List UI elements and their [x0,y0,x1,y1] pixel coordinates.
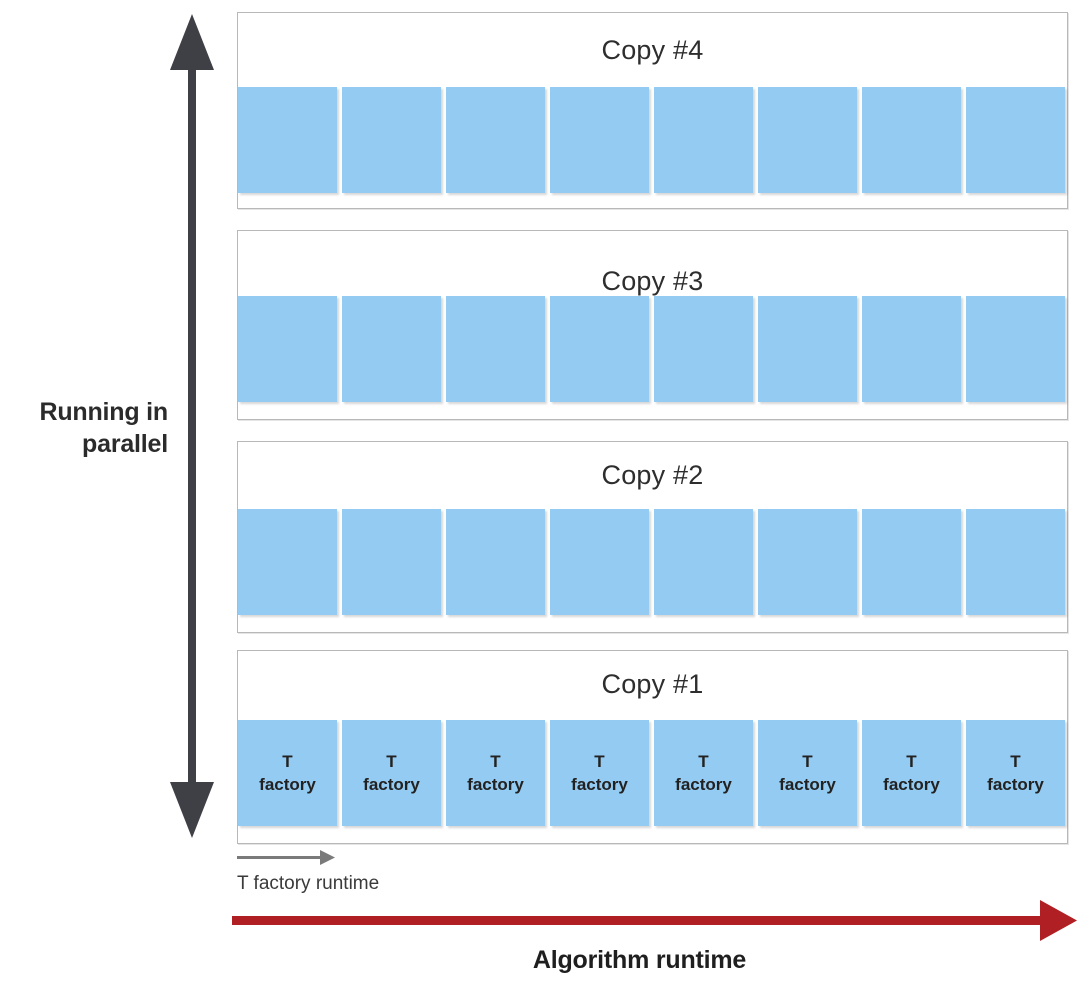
t-factory-box-line2: factory [987,775,1044,794]
algorithm-runtime-arrow-icon [232,898,1077,944]
t-factory-box-line2: factory [259,775,316,794]
factory-row: TfactoryTfactoryTfactoryTfactoryTfactory… [238,509,1073,615]
t-factory-box-line2: factory [571,775,628,794]
copy-panel: Copy #3TfactoryTfactoryTfactoryTfactoryT… [237,230,1068,420]
t-factory-box-line1: T [1010,751,1021,771]
t-factory-box-line1: T [802,751,813,771]
t-factory-box-line1: T [906,751,917,771]
copy-panel: Copy #2TfactoryTfactoryTfactoryTfactoryT… [237,441,1068,633]
t-factory-box-line2: factory [467,775,524,794]
t-factory-box-line2: factory [779,775,836,794]
algorithm-runtime-label: Algorithm runtime [532,946,747,974]
running-in-parallel-label: Running in parallel [0,396,168,460]
t-factory-box-line1: T [490,751,501,771]
factory-row: TfactoryTfactoryTfactoryTfactoryTfactory… [238,87,1073,193]
parallel-label-line2: parallel [82,430,168,458]
t-factory-box-line2: factory [883,775,940,794]
t-factory-box-line2: factory [363,775,420,794]
t-factory-runtime-arrow-icon [235,848,345,868]
running-in-parallel-axis-arrow [170,12,214,840]
t-factory-box-line1: T [594,751,605,771]
t-factory-box-line1: T [282,751,293,771]
copy-panel-title: Copy #1 [601,669,704,699]
t-factory-box-line1: T [386,751,397,771]
copy-panel-title: Copy #4 [601,35,704,65]
t-factory-box-line1: T [698,751,709,771]
parallel-label-line1: Running in [39,398,168,426]
copy-panel-title: Copy #3 [601,266,704,296]
factory-row: TfactoryTfactoryTfactoryTfactoryTfactory… [238,296,1073,402]
t-factory-runtime-label: T factory runtime [237,873,380,894]
t-factory-box-line2: factory [675,775,732,794]
copy-panel: Copy #4TfactoryTfactoryTfactoryTfactoryT… [237,12,1068,209]
copy-panel-title: Copy #2 [601,460,704,490]
